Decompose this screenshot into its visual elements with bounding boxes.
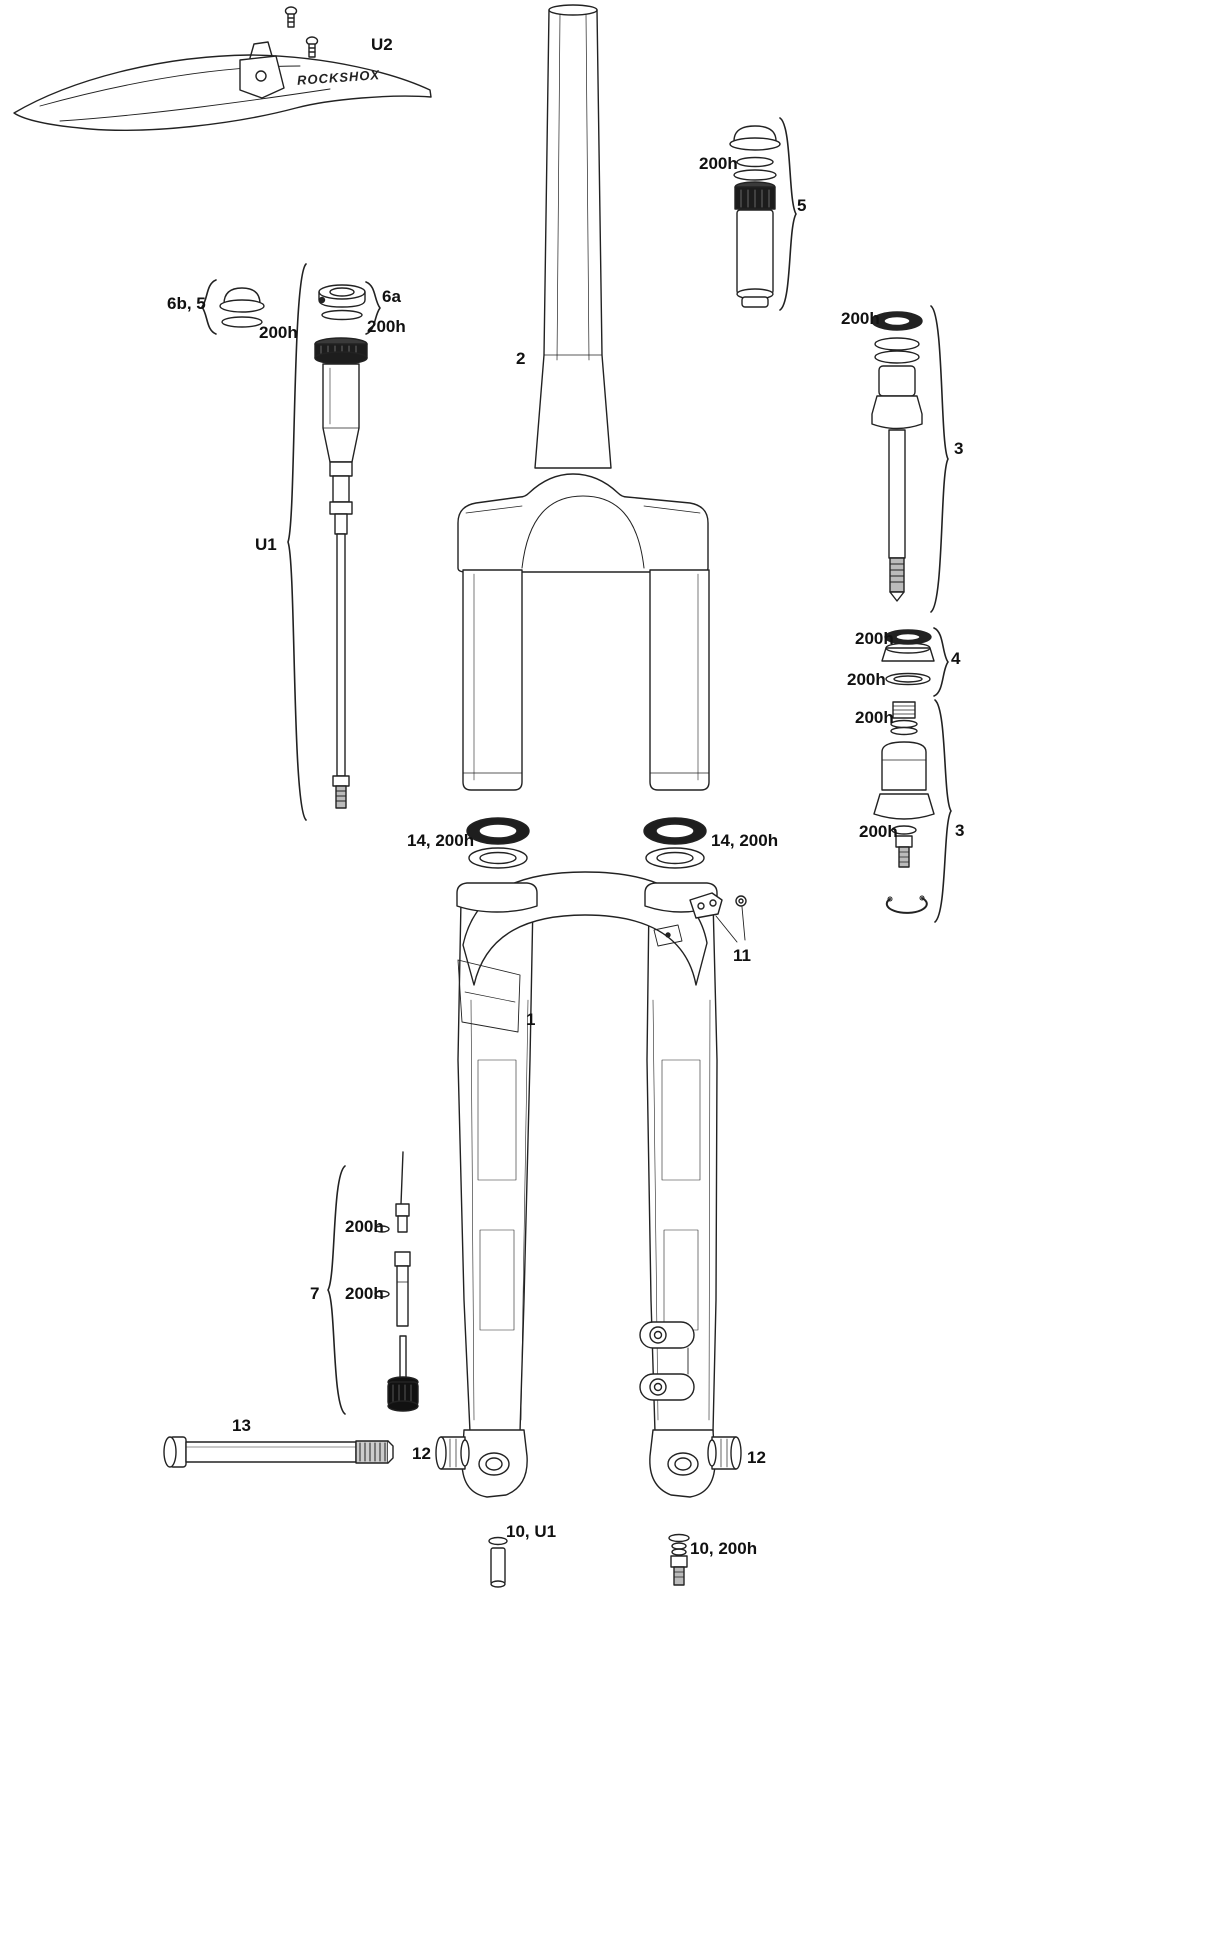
stanchion-left	[462, 569, 523, 791]
dust-seal-left	[466, 817, 530, 869]
label-lowers1: 1	[526, 1010, 536, 1029]
label-cap-6b5-200h: 200h	[259, 323, 298, 342]
label-7-200h-bot: 200h	[345, 1284, 384, 1303]
bleed-screw-10-200h	[668, 1533, 690, 1586]
label-seal4-200h-top: 200h	[855, 629, 894, 648]
seal-head-4	[881, 629, 935, 686]
damper-shaft-u1	[314, 337, 368, 809]
bracket-3	[930, 305, 949, 613]
label-cap-6b5: 6b, 5	[167, 294, 206, 313]
axle-bolt-12-right	[707, 1436, 742, 1470]
bracket-6b5	[201, 279, 217, 335]
bracket-5	[779, 117, 797, 311]
steerer-crown-assembly-2	[457, 4, 710, 791]
dust-seal-right	[643, 817, 707, 869]
label-u1: U1	[255, 535, 277, 554]
axle-13	[163, 1436, 394, 1468]
bracket-u1	[287, 263, 307, 821]
shaft-parts-3b	[873, 701, 935, 914]
label-damper5-200h: 200h	[699, 154, 738, 173]
label-3b-200h-top: 200h	[855, 708, 894, 727]
label-seal4: 4	[951, 649, 961, 668]
label-rebound7: 7	[310, 1284, 320, 1303]
bracket-7	[327, 1165, 346, 1415]
label-seal-left: 14, 200h	[407, 831, 475, 850]
rebound-assembly-7	[374, 1151, 419, 1412]
label-bolt12-right: 12	[747, 1448, 766, 1467]
label-3b: 3	[955, 821, 965, 840]
label-mount11: 11	[733, 946, 751, 965]
label-screw10-u1: 10, U1	[506, 1522, 557, 1541]
label-shaft3: 3	[954, 439, 964, 458]
label-shaft3-200h: 200h	[841, 309, 880, 328]
fender-mount-11	[689, 892, 747, 943]
bracket-4	[933, 627, 949, 697]
label-screw10-200h: 10, 200h	[690, 1539, 758, 1558]
bleed-screw-10-u1	[488, 1536, 508, 1588]
label-7-200h-top: 200h	[345, 1217, 384, 1236]
bracket-6a	[365, 281, 381, 335]
fender-screw-bottom	[305, 36, 319, 58]
axle-bolt-12-left	[435, 1436, 470, 1470]
bracket-3b	[934, 699, 952, 923]
label-cap-6a: 6a	[382, 287, 401, 306]
label-bolt12-left: 12	[412, 1444, 431, 1463]
label-seal-right: 14, 200h	[711, 831, 779, 850]
label-steerer: 2	[516, 349, 526, 368]
label-cap-6a-200h: 200h	[367, 317, 406, 336]
fender-screw-top	[284, 6, 298, 28]
damper-assembly-5	[729, 125, 781, 308]
label-3b-200h-bot: 200h	[859, 822, 898, 841]
fender-u2	[13, 41, 432, 131]
top-cap-6b5	[219, 287, 265, 328]
stanchion-right	[649, 569, 710, 791]
label-axle13: 13	[232, 1416, 251, 1435]
label-seal4-200h-bot: 200h	[847, 670, 886, 689]
label-u2: U2	[371, 35, 393, 54]
lowers-1	[456, 871, 718, 1498]
air-shaft-3	[871, 311, 923, 602]
top-cap-6a	[318, 284, 366, 321]
label-damper5: 5	[797, 196, 807, 215]
